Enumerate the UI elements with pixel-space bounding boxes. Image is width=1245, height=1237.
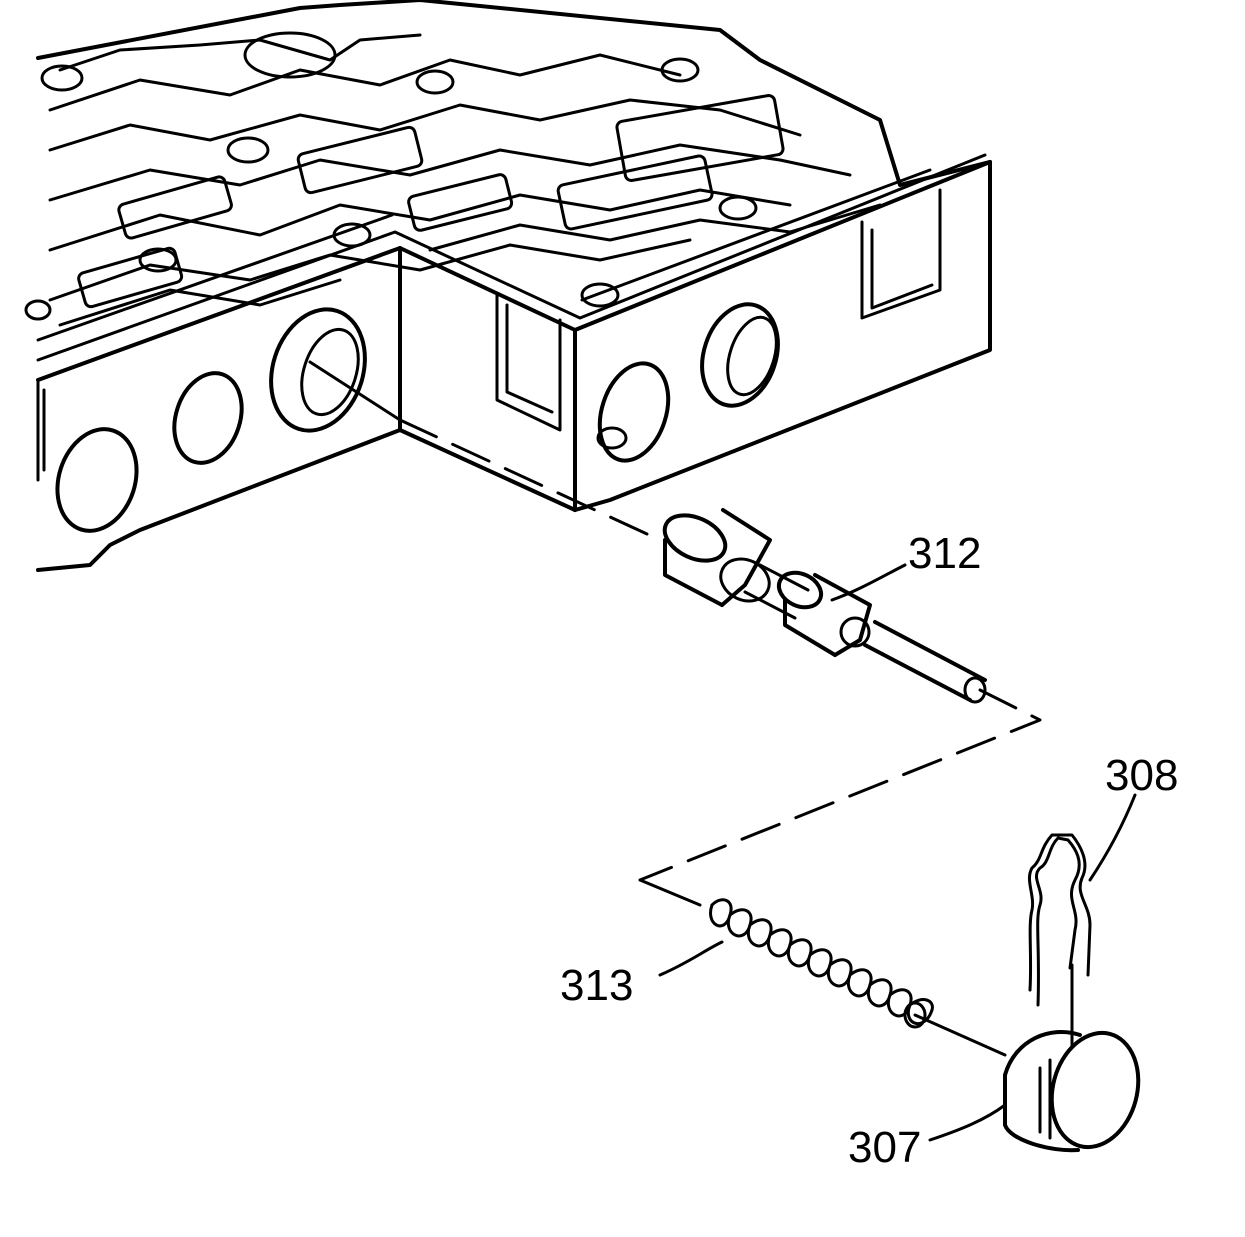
leader-313	[658, 940, 724, 977]
callout-312: 312	[908, 529, 981, 578]
callout-308: 308	[1105, 751, 1178, 800]
valve-312	[662, 508, 987, 704]
leader-lines	[658, 563, 1137, 1142]
plug-307	[1003, 1029, 1141, 1153]
leader-307	[928, 1103, 1007, 1142]
clip-308	[1027, 833, 1092, 1007]
valve-body	[24, 0, 992, 572]
spring-313	[709, 898, 934, 1029]
leader-312	[830, 563, 907, 602]
callout-313: 313	[560, 961, 633, 1010]
leader-308	[1088, 793, 1137, 882]
callout-307: 307	[848, 1123, 921, 1172]
